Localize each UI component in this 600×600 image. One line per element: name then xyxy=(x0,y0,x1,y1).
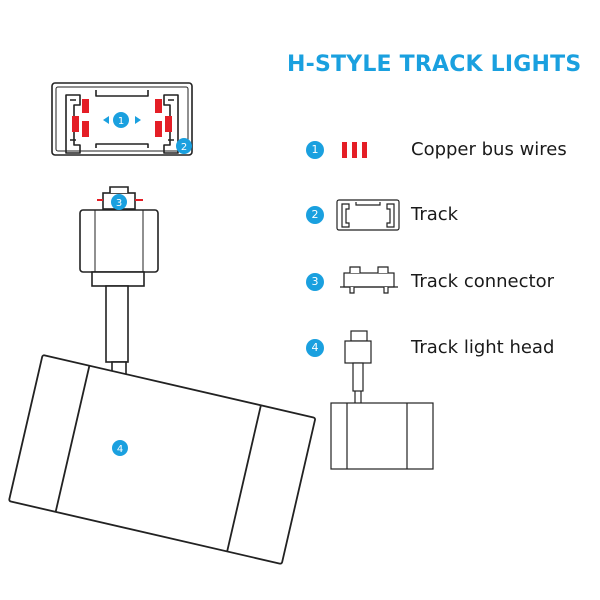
copper-bus-wires xyxy=(72,99,172,137)
connector-icon xyxy=(340,266,398,294)
track-icon xyxy=(336,199,400,231)
light-head-icon xyxy=(330,330,434,470)
legend-number: 3 xyxy=(306,273,324,291)
callout-3-text: 3 xyxy=(116,198,122,209)
copper-wires-icon xyxy=(342,142,367,158)
callout-4-head: 4 xyxy=(112,440,128,456)
legend-number: 4 xyxy=(306,339,324,357)
callout-3-connector: 3 xyxy=(111,194,127,210)
legend-label: Copper bus wires xyxy=(411,139,567,160)
contact-arrows xyxy=(103,116,141,124)
track-cross-section xyxy=(51,82,193,156)
legend-item-copper-bus-wires: 1 Copper bus wires xyxy=(300,135,590,165)
legend-label: Track connector xyxy=(411,271,554,292)
callout-1-text: 1 xyxy=(118,116,124,127)
light-head xyxy=(8,354,316,565)
callout-4-text: 4 xyxy=(117,444,123,455)
callout-1-track: 1 xyxy=(113,112,129,128)
legend-item-track-light-head: 4 Track light head xyxy=(300,333,590,363)
fixture-stem xyxy=(105,285,129,377)
callout-2-text: 2 xyxy=(181,142,187,153)
page-title: H-STYLE TRACK LIGHTS xyxy=(287,52,582,77)
legend-item-track: 2 Track xyxy=(300,199,590,231)
legend-label: Track light head xyxy=(411,337,555,358)
track-connector xyxy=(79,186,159,287)
callout-2-track: 2 xyxy=(176,138,192,154)
legend-number: 2 xyxy=(306,206,324,224)
legend-item-track-connector: 3 Track connector xyxy=(300,266,590,297)
legend-number: 1 xyxy=(306,141,324,159)
legend-label: Track xyxy=(411,204,459,225)
